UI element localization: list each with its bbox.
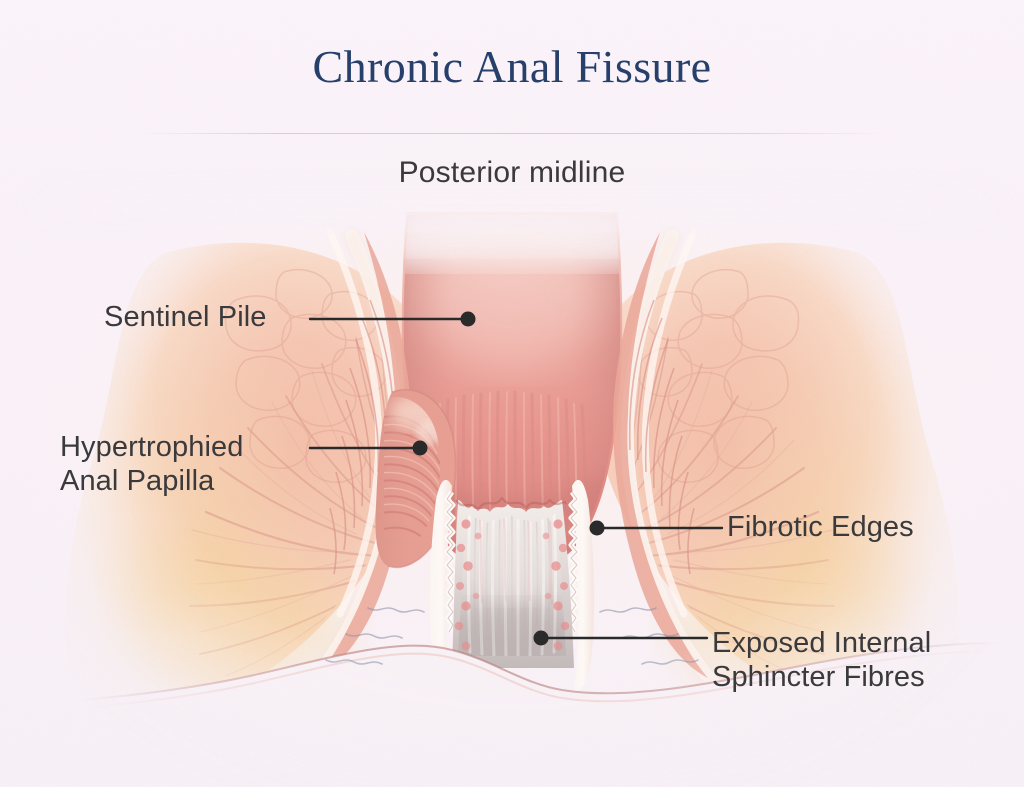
subtitle-posterior-midline: Posterior midline [398, 156, 626, 189]
leader-dot-fibrotic-edges [589, 520, 605, 536]
callout-label-hypertrophied-anal-papilla: Hypertrophied Anal Papilla [60, 431, 244, 498]
callout-label-fibrotic-edges: Fibrotic Edges [727, 511, 914, 543]
callout-label-exposed-internal-sphincter-fibres: Exposed Internal Sphincter Fibres [712, 627, 932, 694]
leader-dot-sentinel-pile [460, 311, 476, 327]
leader-dot-hypertrophied-anal-papilla [412, 440, 428, 456]
title-divider [140, 133, 884, 134]
callout-label-sentinel-pile: Sentinel Pile [104, 301, 267, 333]
leader-dot-exposed-internal-sphincter-fibres [533, 630, 549, 646]
